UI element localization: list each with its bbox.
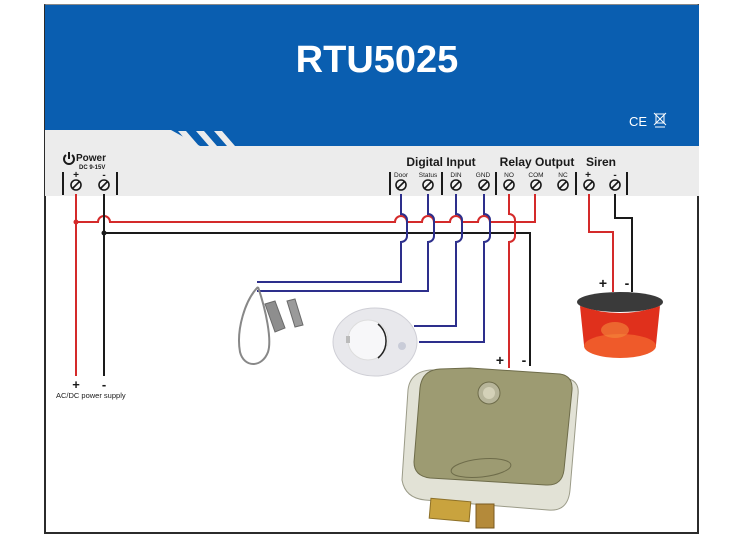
weee-bin-icon: [653, 112, 667, 128]
wire-din: [414, 194, 463, 327]
header-stripe: [214, 131, 235, 146]
screw-slot: [504, 180, 514, 190]
wire-siren-positive: [588, 194, 614, 292]
screw-slot: [479, 180, 489, 190]
terminal-label-din: DIN: [450, 172, 462, 179]
siren-plus-label: +: [585, 170, 591, 181]
junction-negative: [101, 230, 107, 236]
power-plus-label: +: [73, 170, 79, 181]
lock-plus-label: +: [496, 352, 504, 368]
wire-status: [257, 194, 435, 292]
electric-lock-icon: [401, 367, 579, 529]
terminal-separators: [62, 172, 628, 195]
screw-slot: [451, 180, 461, 190]
lock-minus-label: -: [522, 352, 527, 368]
header-stripe: [196, 131, 217, 146]
screw-slot: [531, 180, 541, 190]
terminal-label-status: Status: [419, 172, 438, 179]
header-banner: [45, 5, 699, 146]
power-minus-label: -: [102, 170, 105, 181]
power-icon: [63, 152, 75, 165]
digital-input-label: Digital Input: [406, 155, 475, 169]
power-supply-label: AC/DC power supply: [56, 391, 126, 400]
terminal-label-com: COM: [528, 172, 543, 179]
siren-label: Siren: [586, 155, 616, 169]
screw-slot: [396, 180, 406, 190]
wire-siren-negative: [614, 194, 633, 292]
wire-gnd: [419, 194, 491, 343]
door-sensor-icon: [238, 286, 304, 365]
supply-plus-label: +: [72, 377, 80, 392]
header-banner-lower: [171, 130, 699, 146]
relay-output-label: Relay Output: [500, 155, 575, 169]
screw-slot: [423, 180, 433, 190]
terminal-label-nc: NC: [558, 172, 568, 179]
junction-positive: [73, 219, 79, 225]
screw-slot: [584, 180, 594, 190]
ce-mark-icon: CE: [629, 114, 647, 129]
terminal-label-no: NO: [504, 172, 514, 179]
terminal-screws: [70, 179, 621, 191]
wire-relay-no: [508, 194, 516, 368]
smoke-detector-icon: [332, 307, 418, 377]
power-group-label: Power: [76, 153, 106, 164]
screw-slot: [99, 180, 109, 190]
screw-slot: [610, 180, 620, 190]
siren-minus-label: -: [613, 170, 616, 181]
screw-slot: [71, 180, 81, 190]
device-title: RTU5025: [296, 39, 459, 81]
terminal-label-door: Door: [394, 172, 409, 179]
power-voltage-label: DC 9-15V: [79, 165, 105, 171]
supply-minus-label: -: [102, 377, 106, 392]
siren-device-minus-label: -: [625, 275, 630, 291]
wire-door: [257, 194, 408, 283]
siren-icon: [577, 292, 663, 358]
header-stripe: [178, 131, 199, 146]
wire-power-negative: [103, 194, 531, 376]
siren-device-plus-label: +: [599, 275, 607, 291]
terminal-label-gnd: GND: [476, 172, 491, 179]
screw-slot: [558, 180, 568, 190]
wire-power-positive: [75, 194, 536, 376]
